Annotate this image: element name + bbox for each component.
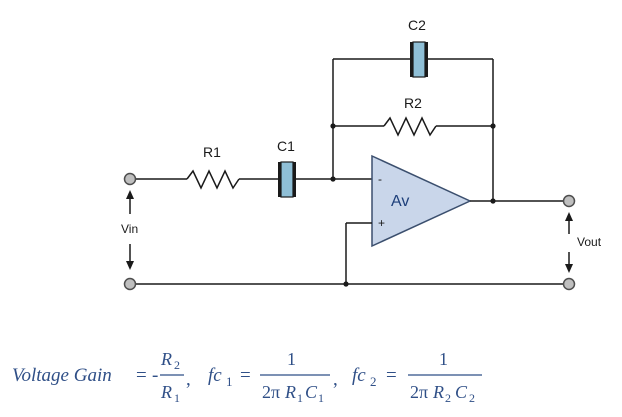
comma: , <box>186 369 191 390</box>
vin-arrow <box>126 190 134 270</box>
fc1-symbol: fc <box>208 365 222 386</box>
vout-terminal-bottom <box>562 277 576 291</box>
r2-label: R2 <box>404 95 422 111</box>
fraction-r2: R <box>160 349 172 369</box>
amp-gain-label: Av <box>391 193 409 210</box>
fc2-symbol: fc <box>352 365 366 386</box>
vout-arrow <box>565 212 573 273</box>
vin-label: Vin <box>121 222 138 236</box>
junction-dot <box>330 123 336 129</box>
vout-label: Vout <box>577 235 602 249</box>
resistor-r2 <box>383 116 437 137</box>
plus-input-label: + <box>378 216 385 230</box>
fc1-two-pi: 2π <box>262 382 280 402</box>
minus-input-label: - <box>378 172 382 186</box>
vin-terminal-bottom <box>123 277 137 291</box>
r1-label: R1 <box>203 144 221 160</box>
fc2-r-sub: 2 <box>445 391 451 405</box>
fc1-r: R <box>284 382 296 402</box>
junction-dot <box>330 176 336 182</box>
equals-sign: = <box>136 365 147 386</box>
fc2-c-sub: 2 <box>469 391 475 405</box>
capacitor-c1 <box>278 161 296 198</box>
fc2-two-pi: 2π <box>410 382 428 402</box>
junction-dot <box>490 123 496 129</box>
equals-sign: = <box>240 365 251 386</box>
fc1-c-sub: 1 <box>318 391 324 405</box>
fc2-numerator: 1 <box>439 349 448 369</box>
resistor-r1 <box>186 169 240 190</box>
equals-sign: = <box>386 365 397 386</box>
voltage-gain-label: Voltage Gain <box>12 365 112 386</box>
fc2-c: C <box>455 382 468 402</box>
fc1-numerator: 1 <box>287 349 296 369</box>
comma: , <box>333 369 338 390</box>
fc2-sub: 2 <box>370 374 377 389</box>
minus-sign: - <box>152 365 158 386</box>
fc2-r: R <box>432 382 444 402</box>
fraction-r2-sub: 2 <box>174 358 180 372</box>
fc1-sub: 1 <box>226 374 233 389</box>
junction-dot <box>490 198 496 204</box>
vin-terminal-top <box>123 172 137 186</box>
fc1-r-sub: 1 <box>297 391 303 405</box>
c2-label: C2 <box>408 17 426 33</box>
op-amp <box>371 154 472 248</box>
junction-dot <box>343 281 349 287</box>
vout-terminal-top <box>562 194 576 208</box>
formula: Voltage Gain = - R 2 R 1 , fc 1 = 1 2π R… <box>12 349 482 405</box>
c1-label: C1 <box>277 138 295 154</box>
fc1-c: C <box>305 382 318 402</box>
capacitor-c2 <box>410 41 428 78</box>
fraction-r1-sub: 1 <box>174 391 180 405</box>
fraction-r1: R <box>160 382 172 402</box>
